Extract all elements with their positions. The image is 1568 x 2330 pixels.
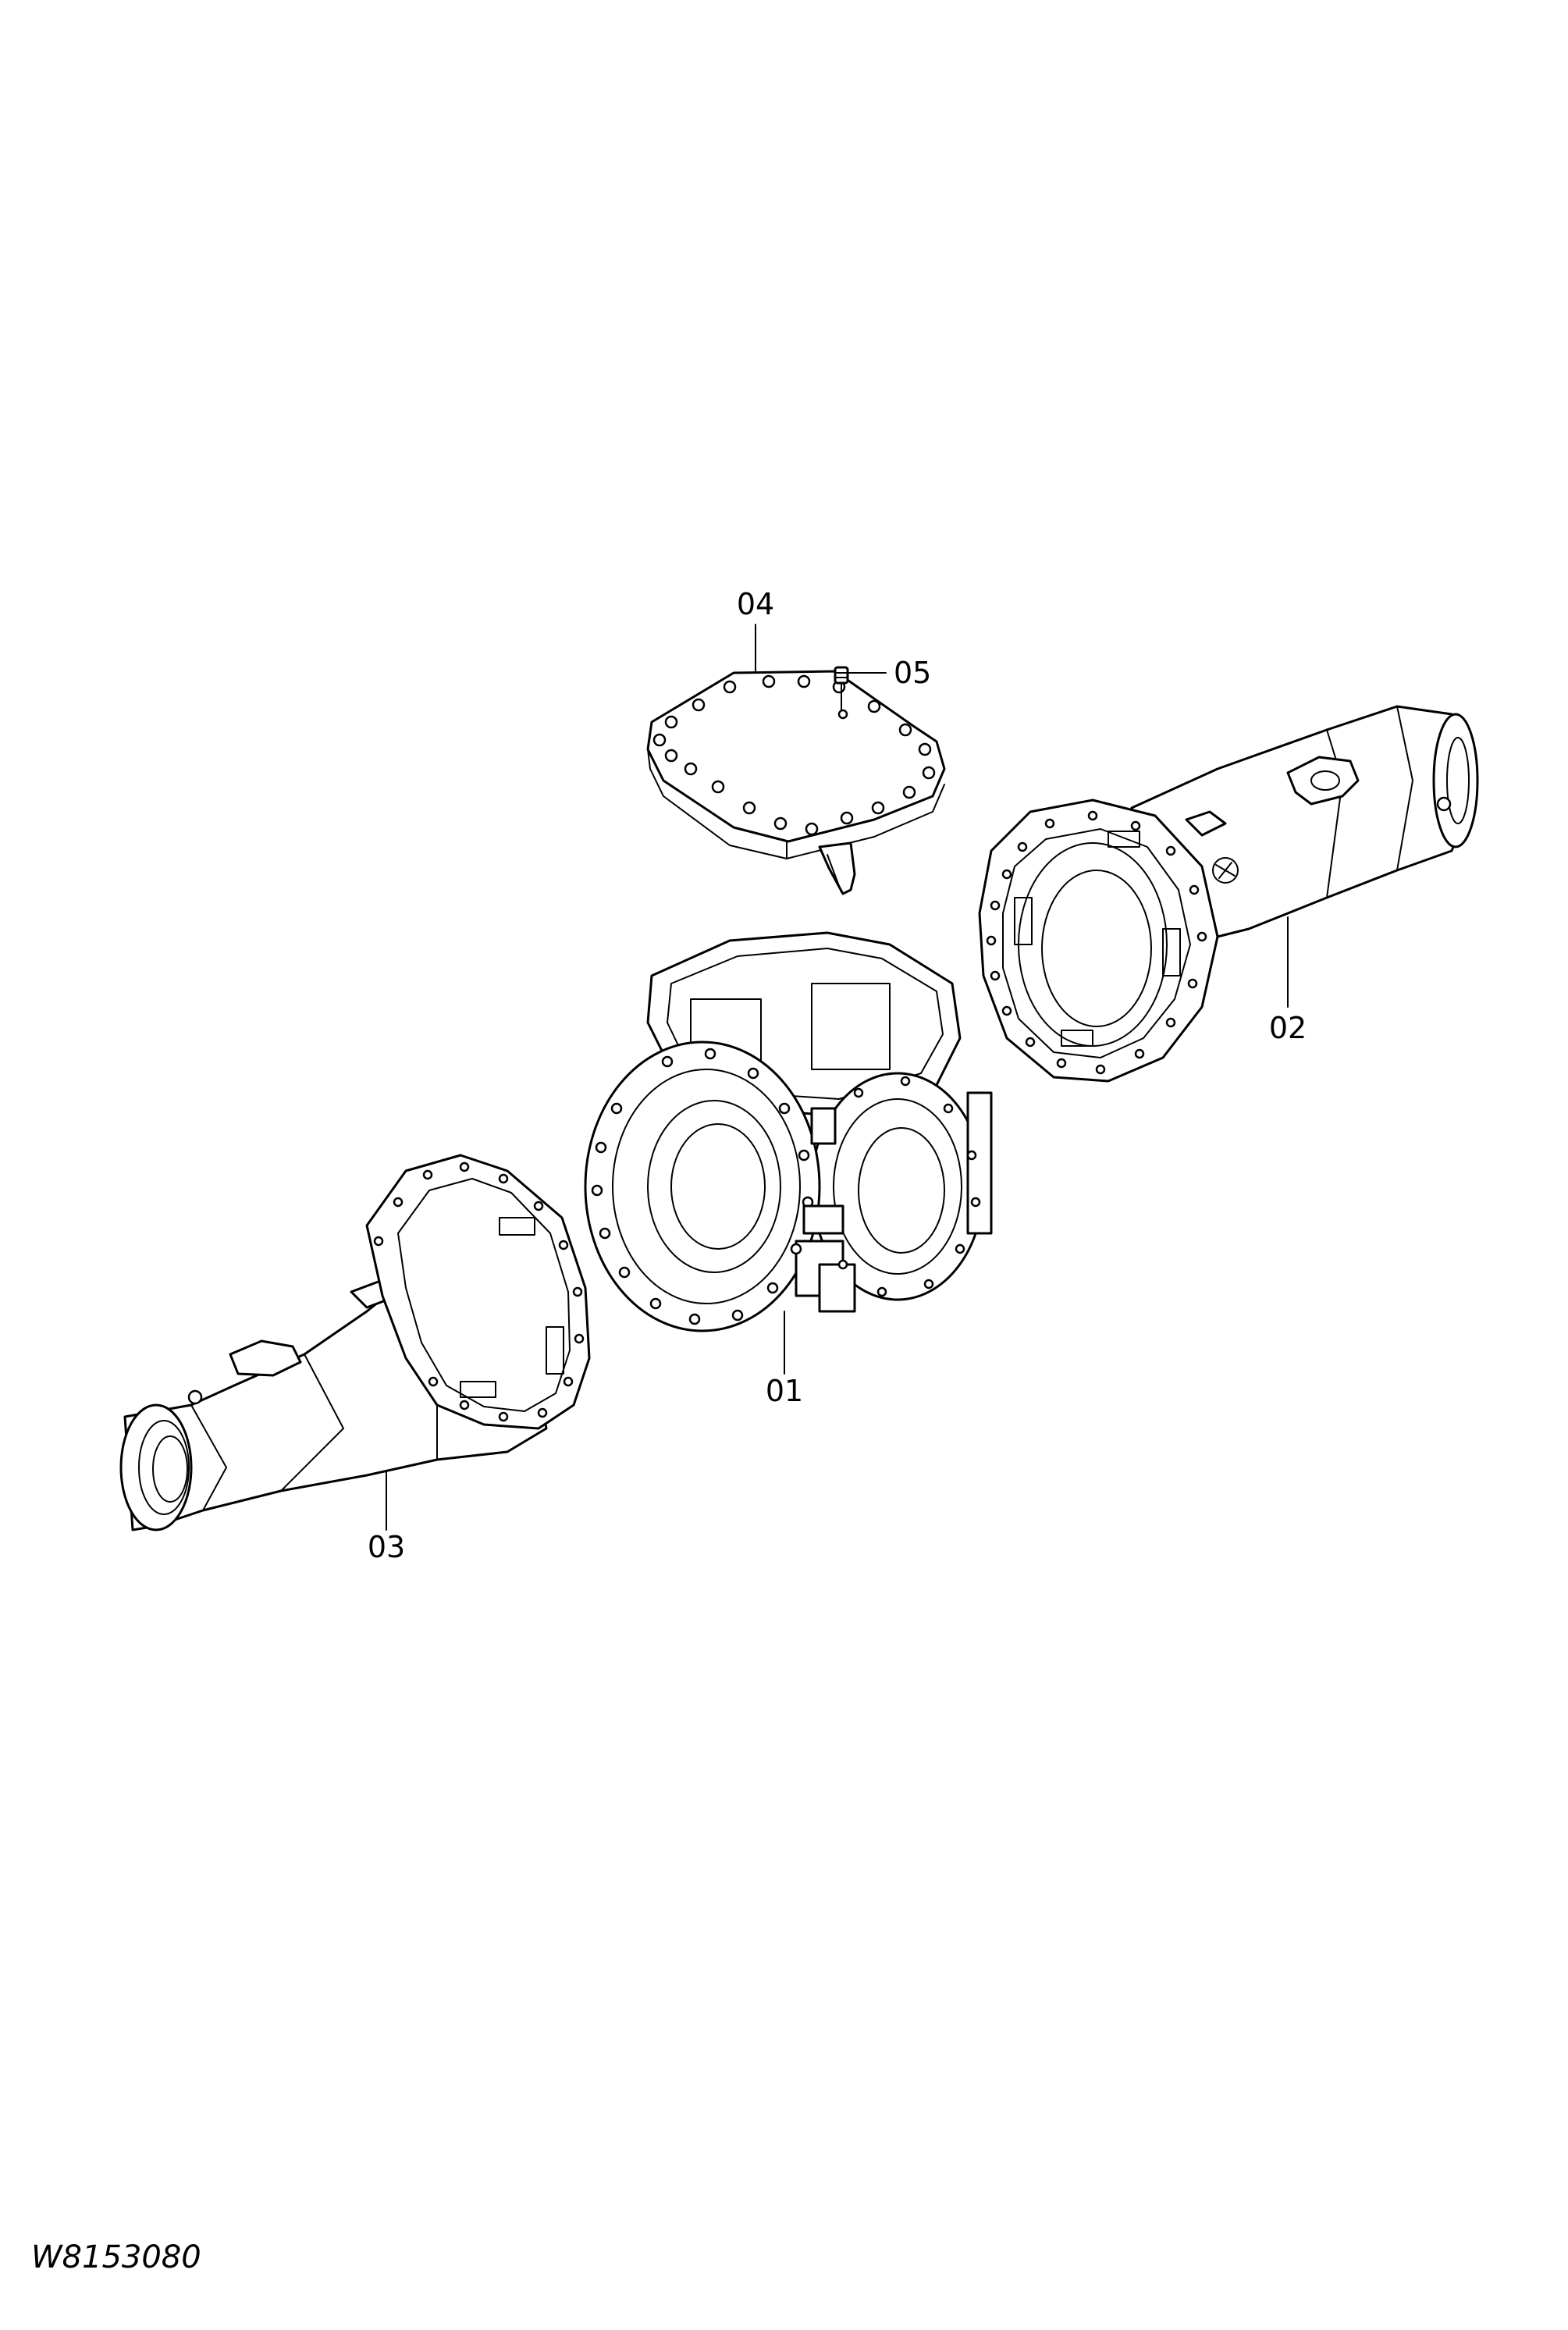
callout-label-01: 01 (766, 1374, 803, 1408)
part-03-flange-holes (373, 1161, 585, 1422)
part-02-right-axle-housing[interactable] (978, 705, 1479, 1083)
callout-label-02: 02 (1269, 1011, 1307, 1045)
callout-label-04: 04 (737, 587, 774, 621)
callout-label-03: 03 (368, 1530, 405, 1564)
cover-bolt-holes (652, 674, 936, 836)
part-05-plug[interactable] (834, 666, 849, 711)
part-04-cover-plate[interactable] (646, 670, 946, 895)
part-01-center-housing[interactable] (584, 931, 993, 1332)
callout-label-05: 05 (894, 656, 931, 690)
part-02-flange-holes (986, 810, 1207, 1075)
drawing-code: W8153080 (31, 2239, 201, 2275)
callout-leaders (386, 624, 1289, 1531)
part-01-flange-holes (591, 1048, 981, 1325)
part-03-left-axle-housing[interactable] (119, 1154, 591, 1531)
